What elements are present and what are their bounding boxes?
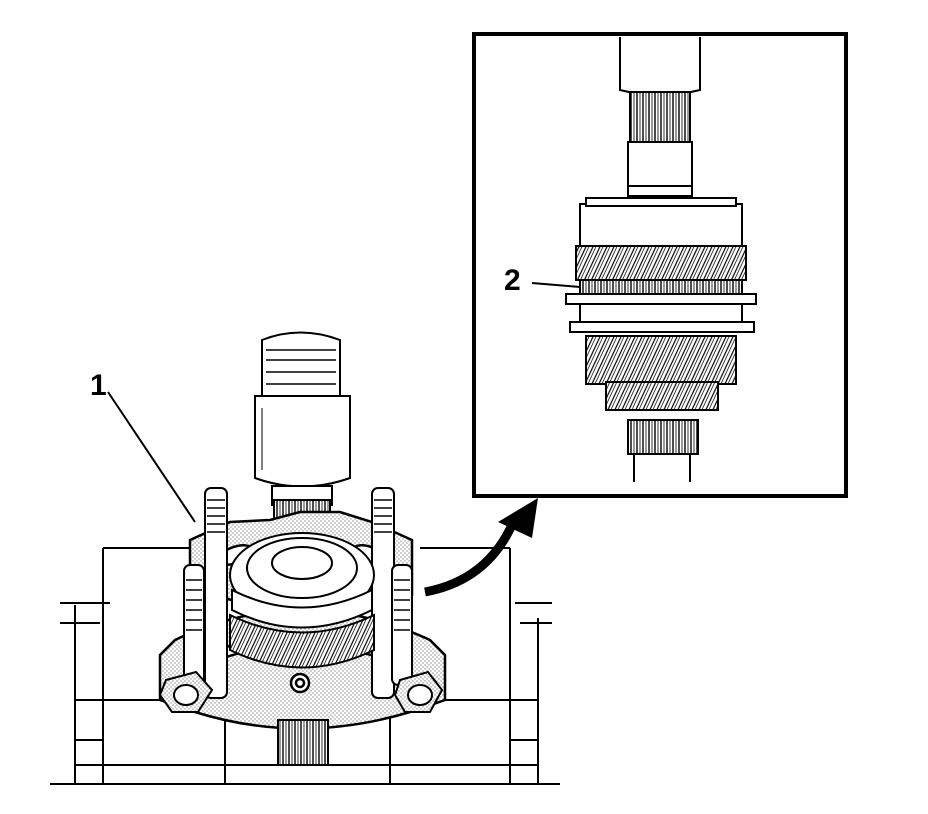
press-ram bbox=[254, 331, 351, 506]
callout-2: 2 bbox=[504, 264, 521, 297]
curved-arrow bbox=[424, 498, 538, 597]
inset-shaft-assembly bbox=[565, 37, 757, 482]
threaded-rods bbox=[158, 487, 444, 713]
gear-assembly bbox=[229, 532, 375, 766]
leader-line-1 bbox=[107, 391, 196, 523]
leader-line-2 bbox=[531, 282, 581, 288]
callout-1: 1 bbox=[90, 369, 107, 402]
press-bed bbox=[50, 547, 560, 785]
